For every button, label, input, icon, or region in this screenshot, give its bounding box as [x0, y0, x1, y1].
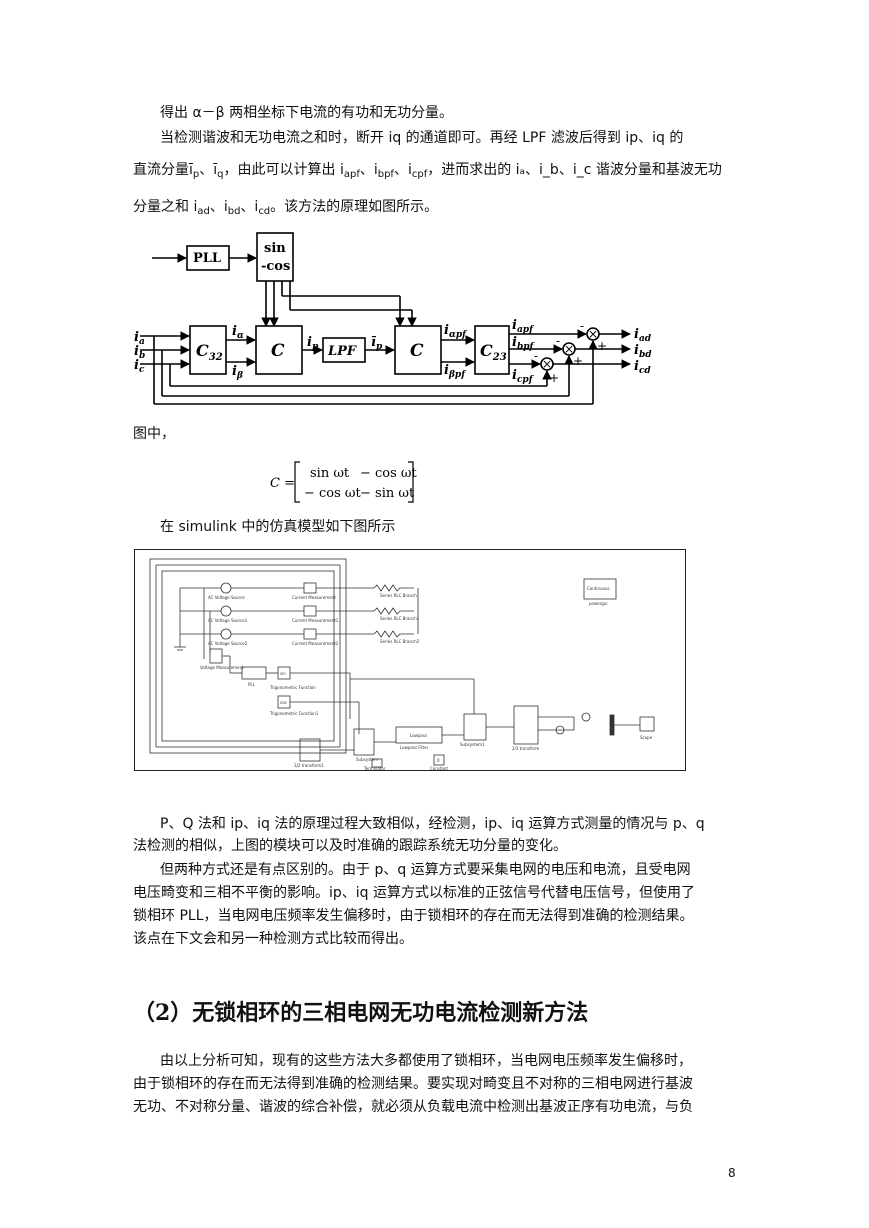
- para-6: 在 simulink 中的仿真模型如下图所示: [160, 519, 396, 535]
- svg-text:3/2 transform1: 3/2 transform1: [294, 763, 324, 768]
- para-4: 分量之和 iad、ibd、icd。该方法的原理如图所示。: [133, 199, 439, 217]
- svg-text:AC Voltage Source1: AC Voltage Source1: [208, 618, 248, 623]
- svg-text:Lowpass Filter: Lowpass Filter: [400, 745, 429, 750]
- svg-text:iβ: iβ: [232, 364, 243, 381]
- svg-text:-: -: [534, 349, 538, 363]
- para-3: 直流分量īp、īq，由此可以计算出 iapf、ibpf、icpf，进而求出的 i…: [133, 162, 722, 180]
- svg-text:− sin ωt: − sin ωt: [360, 486, 415, 501]
- para-1: 得出 α－β 两相坐标下电流的有功和无功分量。: [160, 105, 454, 121]
- sincos-block: [256, 232, 294, 282]
- svg-text:ip: ip: [307, 335, 319, 352]
- svg-text:C: C: [410, 341, 424, 361]
- c32-block: [189, 325, 227, 375]
- para-10: 电压畸变和三相不平衡的影响。ip、iq 运算方式以标准的正弦信号代替电压信号，但…: [133, 885, 696, 901]
- page-number: 8: [728, 1166, 736, 1180]
- simulink-model: AC Voltage Source AC Voltage Source1 AC …: [134, 549, 686, 771]
- svg-text:ic: ic: [134, 358, 145, 375]
- para-8: 法检测的相似，上图的模块可以及时准确的跟踪系统无功分量的变化。: [133, 838, 567, 854]
- svg-text:Terminator: Terminator: [363, 766, 386, 771]
- para-14: 由于锁相环的存在而无法得到准确的检测结果。要实现对畸变且不对称的三相电网进行基波: [133, 1076, 693, 1092]
- svg-text:Voltage Measurement: Voltage Measurement: [200, 665, 244, 670]
- svg-text:Series RLC Branch: Series RLC Branch: [380, 593, 417, 598]
- c-block-2: [394, 325, 442, 375]
- svg-text:iβpf: iβpf: [444, 363, 467, 380]
- para-13: 由以上分析可知，现有的这些方法大多都使用了锁相环，当电网电压频率发生偏移时，: [160, 1053, 692, 1069]
- svg-text:ibpf: ibpf: [512, 335, 536, 352]
- para-2: 当检测谐波和无功电流之和时，断开 iq 的通道即可。再经 LPF 滤波后得到 i…: [160, 130, 684, 146]
- svg-text:2/3 transform: 2/3 transform: [512, 746, 539, 751]
- para-11: 锁相环 PLL，当电网电压频率发生偏移时，由于锁相环的存在而无法得到准确的检测结…: [133, 908, 694, 924]
- svg-text:ib: ib: [134, 344, 145, 361]
- svg-text:Constant: Constant: [430, 766, 448, 771]
- svg-text:īp: īp: [371, 335, 383, 352]
- svg-text:Series RLC Branch1: Series RLC Branch1: [380, 616, 420, 621]
- svg-text:×: ×: [588, 327, 598, 341]
- svg-text:AC Voltage Source: AC Voltage Source: [208, 595, 245, 600]
- svg-text:AC Voltage Source2: AC Voltage Source2: [208, 641, 248, 646]
- svg-text:LPF: LPF: [327, 344, 357, 359]
- c23-block: [474, 325, 510, 375]
- svg-text:cos: cos: [280, 700, 287, 705]
- svg-text:-: -: [556, 334, 560, 348]
- svg-text:C32: C32: [196, 341, 223, 363]
- svg-text:C =: C =: [270, 476, 295, 491]
- svg-text:iapf: iapf: [512, 318, 535, 335]
- svg-text:sin ωt: sin ωt: [310, 466, 350, 481]
- svg-text:iαpf: iαpf: [444, 323, 468, 340]
- svg-text:iα: iα: [232, 324, 244, 341]
- svg-text:Lowpass: Lowpass: [410, 733, 427, 738]
- svg-text:+: +: [597, 339, 607, 353]
- svg-text:Current Measurement1: Current Measurement1: [292, 618, 339, 623]
- block-diagram: PLL sin -cos C32 C LPF C C23 ia ib ic iα…: [134, 232, 652, 405]
- svg-text:− cos ωt: − cos ωt: [304, 486, 362, 501]
- svg-text:×: ×: [564, 342, 574, 356]
- svg-text:Trigonometric Function: Trigonometric Function: [269, 685, 316, 690]
- svg-text:+: +: [573, 354, 583, 368]
- svg-text:Series RLC Branch2: Series RLC Branch2: [380, 639, 420, 644]
- svg-text:×: ×: [542, 357, 552, 371]
- svg-text:icpf: icpf: [512, 368, 535, 385]
- svg-text:Trigonometric Function1: Trigonometric Function1: [269, 711, 319, 716]
- svg-text:Subsystem: Subsystem: [356, 757, 378, 762]
- svg-text:C: C: [271, 341, 285, 361]
- svg-text:ia: ia: [134, 330, 145, 347]
- svg-text:iad: iad: [634, 327, 652, 344]
- para-9: 但两种方式还是有点区别的。由于 p、q 运算方式要采集电网的电压和电流，且受电网: [160, 862, 691, 878]
- svg-text:sin: sin: [264, 241, 286, 256]
- svg-text:Current Measurement2: Current Measurement2: [292, 641, 339, 646]
- svg-text:0: 0: [437, 758, 440, 763]
- svg-text:Current Measurement: Current Measurement: [292, 595, 336, 600]
- svg-text:icd: icd: [634, 359, 651, 376]
- matrix-formula: C = sin ωt − cos ωt − cos ωt − sin ωt: [270, 461, 418, 503]
- svg-text:− cos ωt: − cos ωt: [360, 466, 418, 481]
- svg-text:-cos: -cos: [261, 259, 290, 274]
- para-15: 无功、不对称分量、谐波的综合补偿，就必须从负载电流中检测出基波正序有功电流，与负: [133, 1099, 693, 1115]
- section-heading: （2）无锁相环的三相电网无功电流检测新方法: [133, 1000, 589, 1026]
- svg-text:Continuous: Continuous: [587, 586, 610, 591]
- svg-text:PLL: PLL: [248, 682, 256, 687]
- para-12: 该点在下文会和另一种检测方式比较而得出。: [133, 931, 413, 947]
- para-7: P、Q 法和 ip、iq 法的原理过程大致相似，经检测，ip、iq 运算方式测量…: [160, 816, 705, 832]
- para-5: 图中，: [133, 426, 175, 442]
- svg-text:powergui: powergui: [589, 601, 607, 606]
- svg-text:sin: sin: [280, 671, 286, 676]
- svg-text:ibd: ibd: [634, 343, 652, 360]
- svg-text:Subsystem1: Subsystem1: [460, 742, 485, 747]
- svg-text:PLL: PLL: [193, 251, 221, 266]
- svg-text:+: +: [549, 371, 559, 385]
- svg-text:C23: C23: [480, 341, 507, 363]
- svg-text:Scope: Scope: [640, 735, 653, 740]
- svg-text:-: -: [580, 319, 584, 333]
